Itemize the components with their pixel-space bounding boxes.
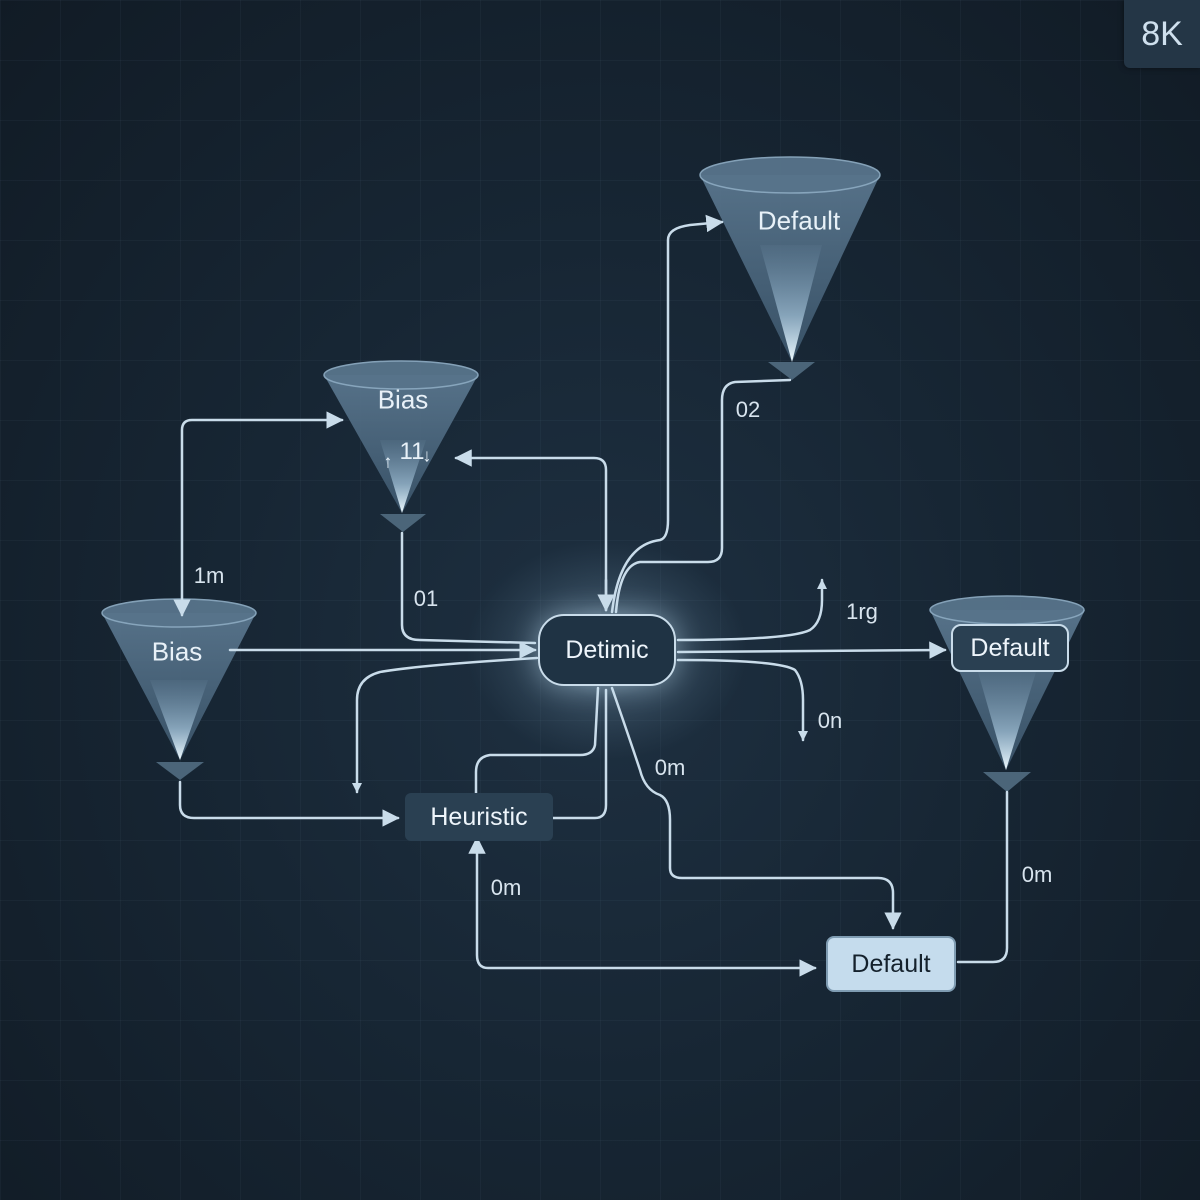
heuristic-node-label: Heuristic (430, 802, 528, 831)
default-bottom-node[interactable]: Default (826, 936, 956, 992)
edge-central-down-branch (676, 658, 808, 742)
bias-left-node-label: Bias (151, 636, 203, 667)
edge-central-heuristic-top (474, 686, 600, 797)
edge-label-1m: 1m (193, 563, 225, 588)
edge-bias-top-central (400, 531, 537, 645)
bias-top-sublabel: 11 (399, 438, 425, 465)
central-node-label: Detimic (565, 635, 649, 664)
bias-top-node-label: Bias (377, 384, 429, 415)
edge-heuristic-central (551, 688, 608, 820)
resolution-badge: 8K (1124, 0, 1200, 68)
default-right-node-label: Default (970, 633, 1050, 662)
edge-label-01: 01 (413, 586, 439, 611)
heuristic-node[interactable]: Heuristic (405, 793, 553, 841)
edge-central-left-loop (352, 656, 539, 794)
funnel-default-top[interactable] (699, 156, 881, 380)
default-right-label-box: Default (951, 624, 1069, 672)
bias-top-down-arrow-icon: ↓ (422, 445, 432, 466)
edge-default-right-default-bottom (956, 790, 1009, 964)
edge-default-bottom-heuristic (468, 836, 817, 977)
edge-label-0m-center: 0m (654, 755, 686, 780)
edge-central-up-branch (676, 578, 827, 642)
edge-central-default-right (676, 641, 947, 659)
bias-top-up-arrow-icon: ↑ (383, 451, 393, 472)
default-bottom-node-label: Default (851, 949, 931, 978)
funnel-bias-left[interactable] (101, 598, 257, 780)
edge-central-default-top (610, 214, 724, 614)
edge-label-0m-heuristic: 0m (490, 875, 522, 900)
edge-bias-left-heuristic (178, 780, 400, 827)
funnel-bias-top[interactable] (323, 360, 479, 532)
edge-bias-left-bias-top (173, 411, 344, 617)
edge-central-bias-top (454, 449, 608, 612)
edges (173, 214, 1009, 977)
edge-label-0m-right: 0m (1021, 862, 1053, 887)
default-top-node-label: Default (757, 205, 841, 236)
central-node[interactable]: Detimic (538, 614, 676, 686)
edge-label-02: 02 (735, 397, 761, 422)
edge-label-1rg: 1rg (846, 599, 878, 624)
edge-default-top-central (614, 378, 792, 614)
resolution-badge-text: 8K (1141, 14, 1183, 53)
edge-label-0n: 0n (817, 708, 843, 733)
edge-central-default-bottom (610, 686, 902, 930)
